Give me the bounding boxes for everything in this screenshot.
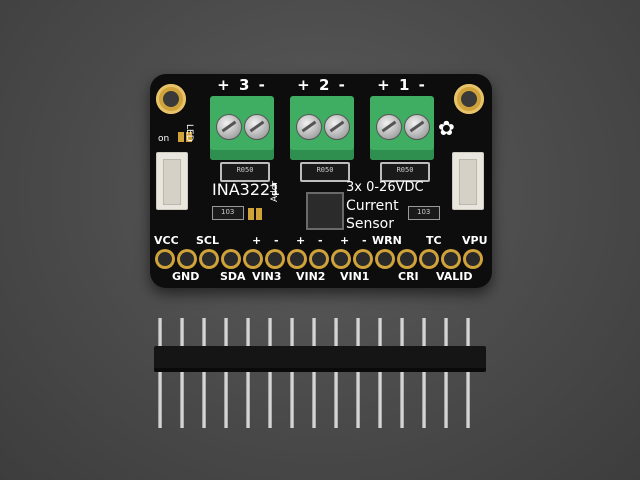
pin-label-minus-3: - <box>274 234 279 247</box>
header-plastic-bar <box>154 346 486 372</box>
screw-icon <box>216 114 242 140</box>
header-pad <box>312 252 326 266</box>
header-pad <box>246 252 260 266</box>
header-pad <box>400 252 414 266</box>
pin-label-gnd: GND <box>172 270 200 283</box>
pin-label-vin2: VIN2 <box>296 270 326 283</box>
header-pin <box>334 318 338 428</box>
header-pad <box>202 252 216 266</box>
screw-icon <box>324 114 350 140</box>
channel-1-label: + 1 - <box>377 76 427 94</box>
header-pin <box>180 318 184 428</box>
addr-label: Addr <box>270 180 280 202</box>
screw-icon <box>244 114 270 140</box>
spec-label: 3x 0-26VDC <box>346 180 424 195</box>
header-pin <box>268 318 272 428</box>
solder-pad <box>186 132 192 142</box>
header-pin <box>422 318 426 428</box>
header-pin <box>444 318 448 428</box>
header-pin <box>246 318 250 428</box>
pin-label-cri: CRI <box>398 270 419 283</box>
header-pad <box>290 252 304 266</box>
on-label: on <box>158 134 170 144</box>
addr-pad <box>248 208 254 220</box>
pin-label-vin1: VIN1 <box>340 270 370 283</box>
adafruit-flower-logo-icon: ✿ <box>438 116 455 140</box>
header-pad <box>356 252 370 266</box>
shunt-resistor-2: R050 <box>300 162 350 182</box>
header-pin <box>378 318 382 428</box>
channel-3-label: + 3 - <box>217 76 267 94</box>
header-pin <box>400 318 404 428</box>
stemma-connector-right <box>452 152 484 210</box>
header-pin <box>202 318 206 428</box>
pin-label-plus-1: + <box>340 234 350 247</box>
pin-label-valid: VALID <box>436 270 473 283</box>
header-pad <box>268 252 282 266</box>
terminal-block-1 <box>370 96 434 160</box>
shunt-resistor-3: R050 <box>220 162 270 182</box>
terminal-block-2 <box>290 96 354 160</box>
solder-pad <box>178 132 184 142</box>
header-pad <box>180 252 194 266</box>
small-resistor: 103 <box>408 206 440 220</box>
header-pad <box>334 252 348 266</box>
header-pad <box>378 252 392 266</box>
header-pad <box>224 252 238 266</box>
addr-pad <box>256 208 262 220</box>
mounting-hole-left <box>156 84 186 114</box>
screw-icon <box>376 114 402 140</box>
header-pad <box>158 252 172 266</box>
pin-label-vin3: VIN3 <box>252 270 282 283</box>
small-resistor: 103 <box>212 206 244 220</box>
stemma-connector-left <box>156 152 188 210</box>
led-label: LED <box>184 124 194 142</box>
title-line-2: Sensor <box>346 216 394 232</box>
pin-label-tc: TC <box>426 234 442 247</box>
pcb-board: + 3 - + 2 - + 1 - R050 R050 R050 on LED … <box>150 74 492 288</box>
screw-icon <box>296 114 322 140</box>
header-pin <box>312 318 316 428</box>
header-pin <box>356 318 360 428</box>
shunt-resistor-1: R050 <box>380 162 430 182</box>
pin-label-plus-2: + <box>296 234 306 247</box>
pin-header-strip <box>150 318 490 428</box>
pin-label-minus-1: - <box>362 234 367 247</box>
pin-label-plus-3: + <box>252 234 262 247</box>
pin-label-vcc: VCC <box>154 234 179 247</box>
header-pin <box>158 318 162 428</box>
title-line-1: Current <box>346 198 399 214</box>
channel-2-label: + 2 - <box>297 76 347 94</box>
mounting-hole-right <box>454 84 484 114</box>
chip-name-label: INA3221 <box>212 180 281 199</box>
ina3221-chip <box>306 192 344 230</box>
pin-label-minus-2: - <box>318 234 323 247</box>
pin-label-vpu: VPU <box>462 234 488 247</box>
screw-icon <box>404 114 430 140</box>
pin-label-wrn: WRN <box>372 234 402 247</box>
terminal-block-3 <box>210 96 274 160</box>
header-pad <box>422 252 436 266</box>
header-pin <box>224 318 228 428</box>
pin-label-scl: SCL <box>196 234 220 247</box>
pin-label-sda: SDA <box>220 270 246 283</box>
header-pad <box>444 252 458 266</box>
header-pin <box>290 318 294 428</box>
header-pin <box>466 318 470 428</box>
header-pad <box>466 252 480 266</box>
